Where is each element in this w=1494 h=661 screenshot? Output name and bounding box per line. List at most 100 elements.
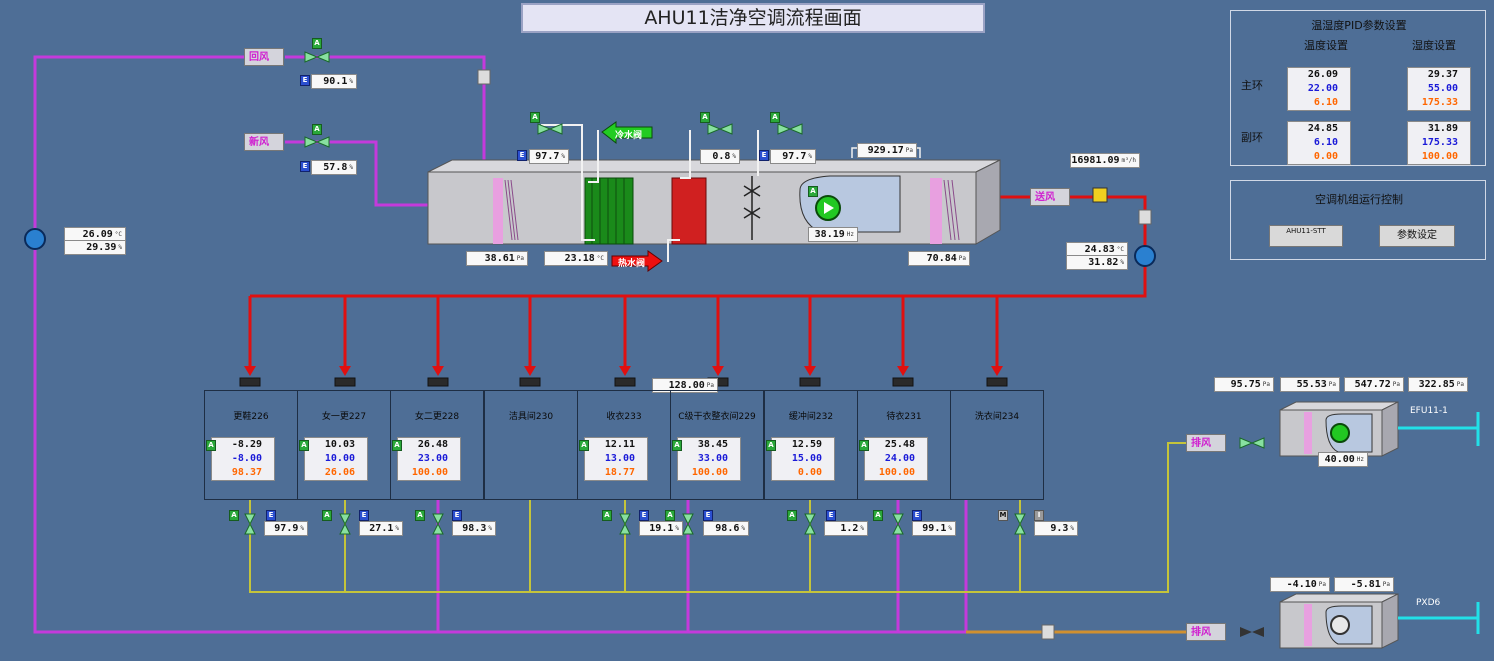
- auto-mode-icon[interactable]: A: [602, 510, 612, 521]
- auto-mode-icon[interactable]: A: [322, 510, 332, 521]
- pxd-unit: [1279, 593, 1399, 649]
- room-valve-readout: 27.1%: [359, 521, 403, 536]
- pxd-name: PXD6: [1416, 598, 1441, 608]
- auto-mode-icon[interactable]: A: [859, 440, 869, 451]
- return-air-label: 回风: [244, 48, 284, 66]
- auto-mode-icon[interactable]: A: [787, 510, 797, 521]
- return-air-duct: [285, 55, 486, 160]
- return-air-loop: [33, 55, 966, 634]
- hot-water-label: 热水阀: [618, 259, 646, 269]
- auto-mode-icon[interactable]: A: [415, 510, 425, 521]
- auto-mode-icon[interactable]: A: [665, 510, 675, 521]
- run-control-title: 空调机组运行控制: [1315, 193, 1403, 206]
- room-valve-readout: 99.1%: [912, 521, 956, 536]
- auto-mode-icon[interactable]: A: [229, 510, 239, 521]
- manual-mode-icon[interactable]: M: [998, 510, 1008, 521]
- run-control-panel: 空调机组运行控制 AHU11-STT 参数设定: [1230, 180, 1486, 260]
- temp-column-header: 温度设置: [1304, 39, 1348, 52]
- auto-mode-icon[interactable]: A: [873, 510, 883, 521]
- flow-meter-icon: [1092, 187, 1108, 203]
- return-sensor-icon: [24, 228, 46, 250]
- auto-mode-icon[interactable]: A: [766, 440, 776, 451]
- supply-air-label: 送风: [1030, 188, 1070, 206]
- lock-icon[interactable]: I: [1034, 510, 1044, 521]
- auto-mode-icon[interactable]: A: [770, 112, 780, 123]
- humid-valve-readout: 97.7%: [770, 149, 816, 164]
- room-valve-readout: 98.3%: [452, 521, 496, 536]
- room-valve-readout: 97.9%: [264, 521, 308, 536]
- auto-mode-icon[interactable]: A: [299, 440, 309, 451]
- hum-column-header: 湿度设置: [1412, 39, 1456, 52]
- edit-mode-icon[interactable]: E: [359, 510, 369, 521]
- efu-name: EFU11-1: [1410, 406, 1448, 416]
- fresh-air-duct: [285, 140, 428, 207]
- return-damper-readout: 90.1%: [311, 74, 357, 89]
- edit-mode-icon[interactable]: E: [452, 510, 462, 521]
- auto-mode-icon[interactable]: A: [579, 440, 589, 451]
- exhaust-air-label-1: 排风: [1186, 434, 1226, 452]
- auto-mode-icon[interactable]: A: [206, 440, 216, 451]
- return-temp-readout: 26.09°C: [64, 227, 126, 242]
- chilled-water-label: 冷水阀: [615, 131, 643, 141]
- auto-mode-icon[interactable]: A: [312, 124, 322, 135]
- auto-mode-icon[interactable]: A: [808, 186, 818, 197]
- room-234: 洗衣间234: [950, 390, 1044, 500]
- supply-sensor-icon: [1134, 245, 1156, 267]
- auto-mode-icon[interactable]: A: [530, 112, 540, 123]
- hot-valve-readout: 0.8%: [700, 149, 740, 164]
- param-settings-button[interactable]: 参数设定: [1379, 225, 1455, 247]
- edit-mode-icon[interactable]: E: [703, 510, 713, 521]
- return-hum-readout: 29.39%: [64, 240, 126, 255]
- exhaust-air-label-2: 排风: [1186, 623, 1226, 641]
- fresh-damper-readout: 57.8%: [311, 160, 357, 175]
- room-valve-readout: 1.2%: [824, 521, 868, 536]
- edit-mode-icon[interactable]: E: [759, 150, 769, 161]
- edit-mode-icon[interactable]: E: [300, 75, 310, 86]
- edit-mode-icon[interactable]: E: [826, 510, 836, 521]
- auto-mode-icon[interactable]: A: [392, 440, 402, 451]
- chilled-valve-readout: 97.7%: [529, 149, 569, 164]
- edit-mode-icon[interactable]: E: [517, 150, 527, 161]
- ahu-run-switch[interactable]: AHU11-STT: [1269, 225, 1343, 247]
- edit-mode-icon[interactable]: E: [300, 161, 310, 172]
- supply-hum-readout: 31.82%: [1066, 255, 1128, 270]
- room-valve-readout: 9.3%: [1034, 521, 1078, 536]
- exhaust-header: [249, 442, 1186, 593]
- fresh-air-label: 新风: [244, 133, 284, 151]
- auto-mode-icon[interactable]: A: [700, 112, 710, 123]
- edit-mode-icon[interactable]: E: [266, 510, 276, 521]
- edit-mode-icon[interactable]: E: [912, 510, 922, 521]
- edit-mode-icon[interactable]: E: [639, 510, 649, 521]
- coil-temp-readout: 23.18°C: [544, 251, 608, 266]
- room-valve-readout: 98.6%: [703, 521, 749, 536]
- room-230: 洁具间230: [484, 390, 578, 500]
- sub-loop-label: 副环: [1241, 131, 1263, 144]
- auto-mode-icon[interactable]: A: [672, 440, 682, 451]
- auto-mode-icon[interactable]: A: [312, 38, 322, 49]
- main-loop-label: 主环: [1241, 79, 1263, 92]
- efu-unit: [1279, 401, 1399, 457]
